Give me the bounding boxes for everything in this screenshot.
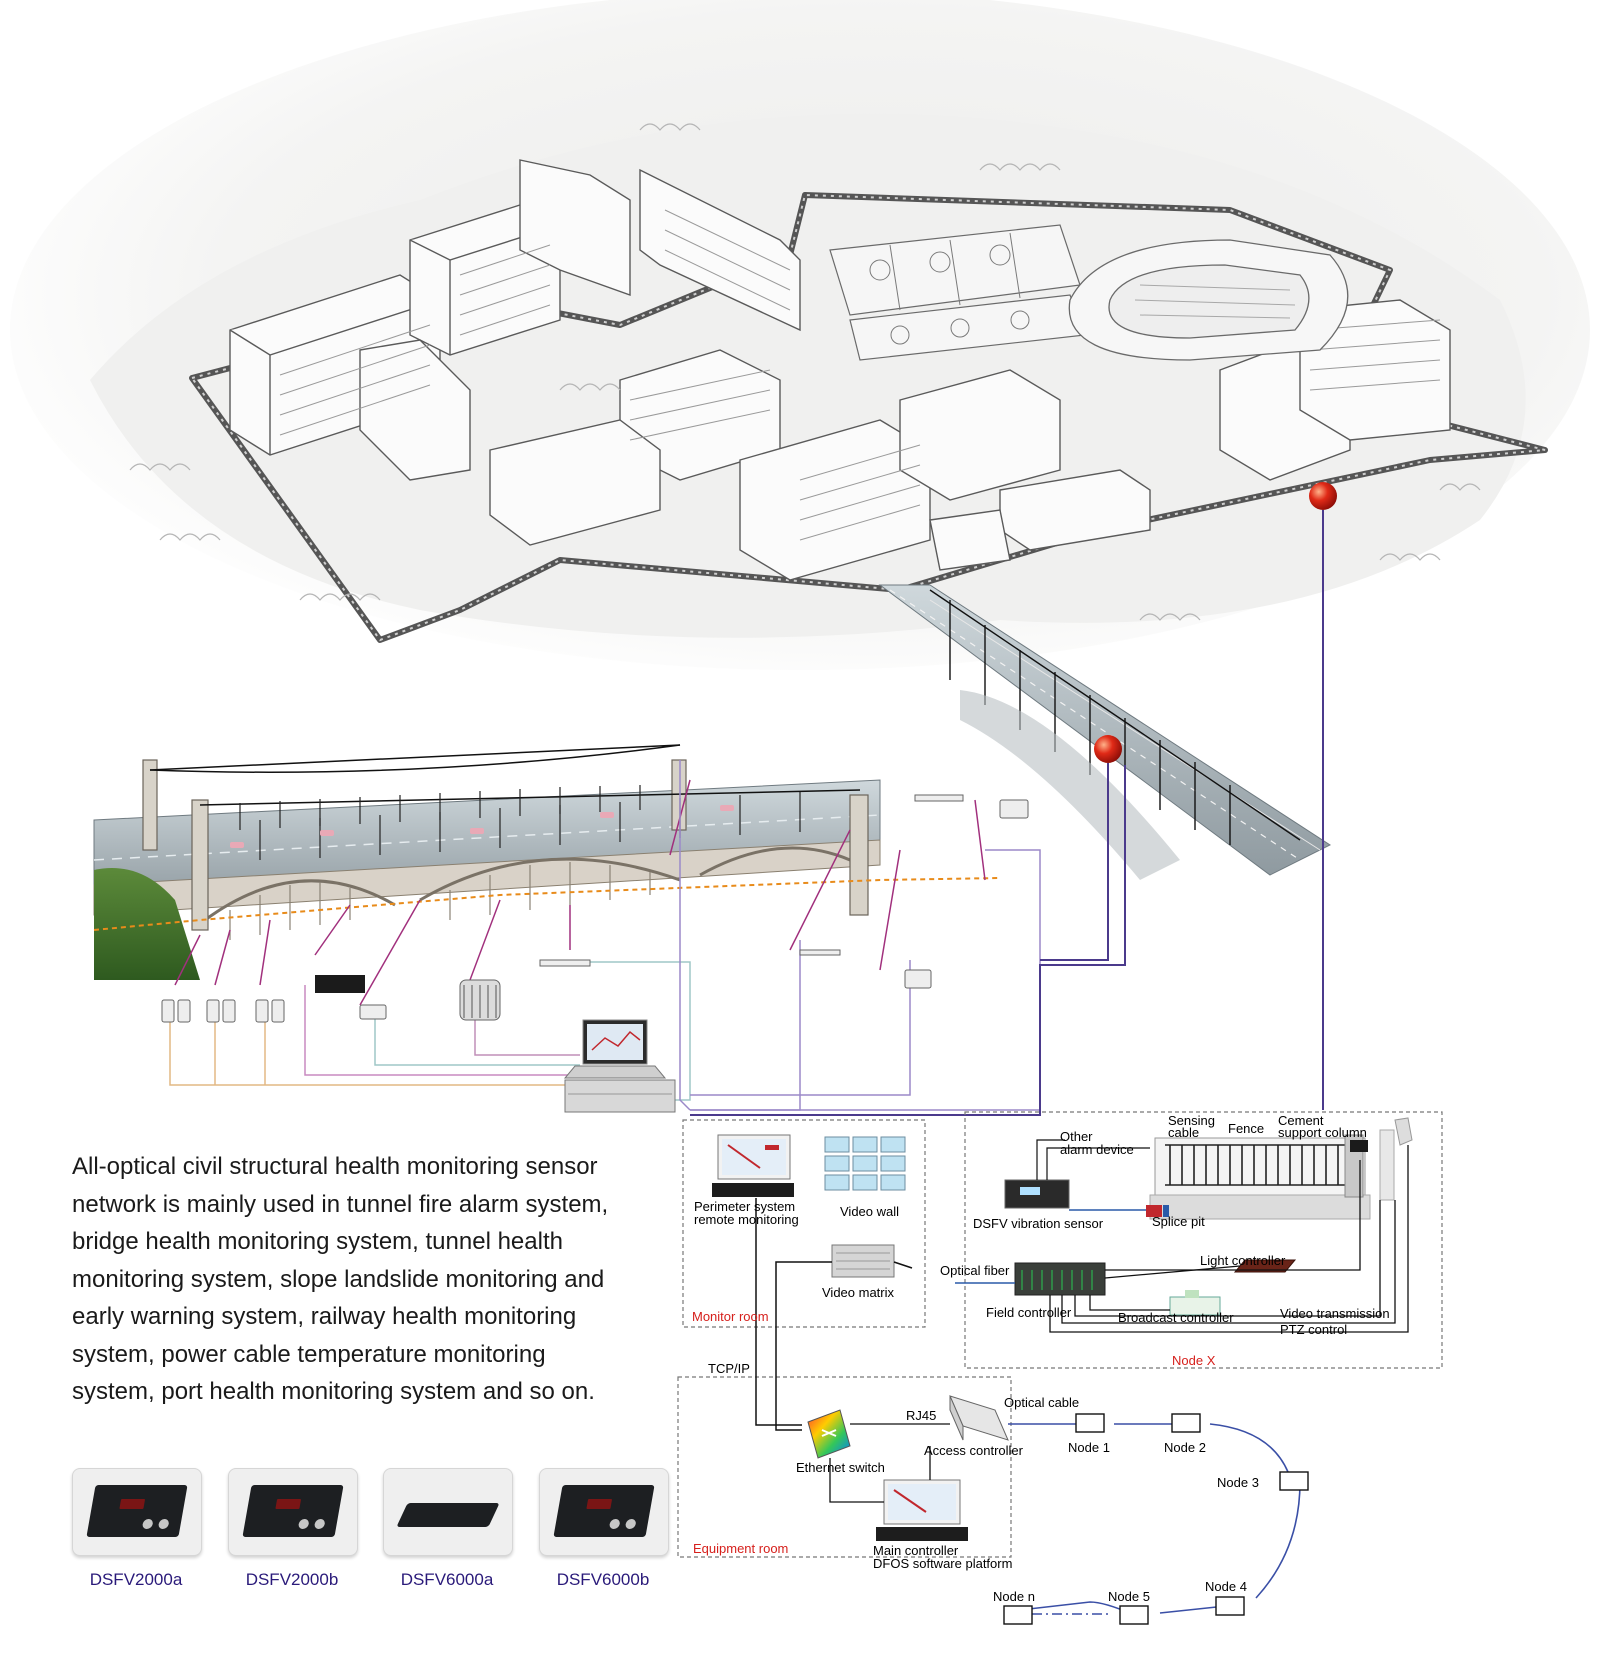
node-1-label: Node 1 bbox=[1068, 1440, 1110, 1455]
vibration-sensor-label: DSFV vibration sensor bbox=[973, 1216, 1104, 1231]
region-boxes bbox=[677, 1111, 1443, 1558]
ethernet-switch-label: Ethernet switch bbox=[796, 1460, 885, 1475]
video-matrix-label: Video matrix bbox=[822, 1285, 895, 1300]
product-label-dsfv2000a: DSFV2000a bbox=[89, 1570, 183, 1589]
broadcast-controller-label: Broadcast controller bbox=[1118, 1310, 1234, 1325]
sensing-cable-label-1: Sensing bbox=[1168, 1113, 1215, 1128]
node-3-label: Node 3 bbox=[1217, 1475, 1259, 1490]
fence-label: Fence bbox=[1228, 1121, 1264, 1136]
equipment-room-title: Equipment room bbox=[693, 1541, 788, 1556]
tcpip-label: TCP/IP bbox=[708, 1361, 750, 1376]
node-2-box bbox=[1171, 1413, 1201, 1433]
product-label-dsfv6000b: DSFV6000b bbox=[556, 1570, 650, 1589]
description-text: All-optical civil structural health moni… bbox=[72, 1153, 609, 1405]
perimeter-label-2: remote monitoring bbox=[694, 1212, 799, 1227]
node-3-box bbox=[1279, 1471, 1309, 1491]
video-wall-label: Video wall bbox=[840, 1204, 899, 1219]
equipment-room: TCP/IP RJ45 Optical cable Ethernet switc… bbox=[693, 1361, 1079, 1571]
product-photo-dsfv6000b bbox=[539, 1468, 669, 1556]
other-alarm-label-2: alarm device bbox=[1060, 1142, 1134, 1157]
product-label-dsfv2000b: DSFV2000b bbox=[245, 1570, 339, 1589]
perimeter-label-1: Perimeter system bbox=[694, 1199, 795, 1214]
light-controller-label: Light controller bbox=[1200, 1253, 1286, 1268]
ptz-control-label: PTZ control bbox=[1280, 1322, 1347, 1337]
monitor-room-title: Monitor room bbox=[692, 1309, 769, 1324]
node-x-title: Node X bbox=[1172, 1353, 1216, 1368]
node-x: Other alarm device Sensing cable Fence C… bbox=[940, 1113, 1413, 1368]
cement-label-2: support column bbox=[1278, 1125, 1367, 1140]
node-n-label: Node n bbox=[993, 1589, 1035, 1604]
sensing-cable-label-2: cable bbox=[1168, 1125, 1199, 1140]
product-photo-dsfv6000a bbox=[383, 1468, 513, 1556]
product-label-dsfv6000a: DSFV6000a bbox=[400, 1570, 494, 1589]
campus-sketch bbox=[10, 0, 1590, 670]
splice-pit-label: Splice pit bbox=[1152, 1214, 1205, 1229]
suspension-bridge bbox=[93, 744, 1001, 980]
node-4-box bbox=[1215, 1596, 1245, 1616]
bridge-sensors bbox=[161, 794, 1029, 1113]
main-controller-label-1: Main controller bbox=[873, 1543, 959, 1558]
sports-track bbox=[1068, 239, 1349, 361]
product-photo-dsfv2000b bbox=[228, 1468, 358, 1556]
rj45-label: RJ45 bbox=[906, 1408, 936, 1423]
alarm-markers bbox=[1040, 482, 1337, 1110]
optical-cable-label: Optical cable bbox=[1004, 1395, 1079, 1410]
access-controller-label: Access controller bbox=[924, 1443, 1024, 1458]
node-5-box bbox=[1119, 1605, 1149, 1625]
node-1-box bbox=[1075, 1413, 1105, 1433]
sensing-fiber-bridge bbox=[93, 877, 1001, 931]
node-ring: Node 1 Node 2 Node 3 Node 4 Node 5 Node … bbox=[993, 1413, 1309, 1625]
main-controller-label-2: DFOS software platform bbox=[873, 1556, 1012, 1571]
field-controller-label: Field controller bbox=[986, 1305, 1072, 1320]
node-5-label: Node 5 bbox=[1108, 1589, 1150, 1604]
other-alarm-label-1: Other bbox=[1060, 1129, 1093, 1144]
node-n-box bbox=[1003, 1605, 1033, 1625]
product-photo-dsfv2000a bbox=[72, 1468, 202, 1556]
node-2-label: Node 2 bbox=[1164, 1440, 1206, 1455]
node-4-label: Node 4 bbox=[1205, 1579, 1247, 1594]
cement-label-1: Cement bbox=[1278, 1113, 1324, 1128]
monitor-room: Perimeter system remote monitoring Video… bbox=[692, 1134, 913, 1431]
video-transmission-label: Video transmission bbox=[1280, 1306, 1390, 1321]
optical-fiber-label: Optical fiber bbox=[940, 1263, 1010, 1278]
